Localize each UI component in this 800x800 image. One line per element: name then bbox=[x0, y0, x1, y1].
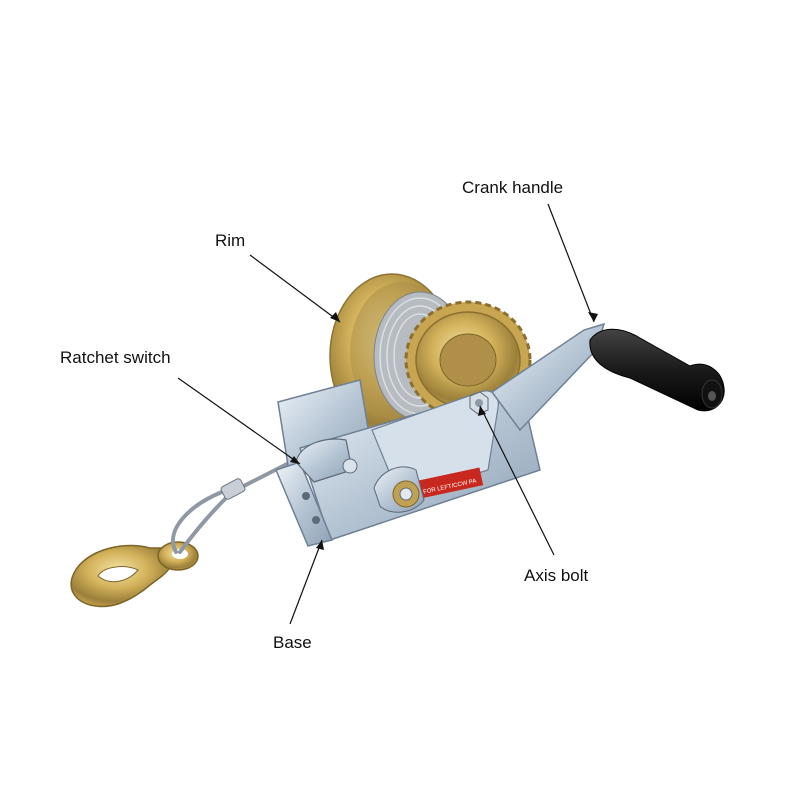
hook bbox=[70, 541, 199, 608]
leader-crank-handle bbox=[547, 203, 595, 323]
label-base: Base bbox=[273, 633, 312, 652]
lower-bolt bbox=[373, 466, 425, 513]
base bbox=[274, 461, 334, 547]
leader-arrowheads bbox=[290, 312, 598, 550]
label-axis-bolt: Axis bolt bbox=[524, 566, 589, 585]
crank-handle bbox=[490, 322, 725, 432]
leader-ratchet-switch bbox=[177, 377, 301, 465]
label-ratchet-switch: Ratchet switch bbox=[60, 348, 171, 367]
cable-ferrule bbox=[220, 478, 246, 500]
ratchet-switch bbox=[295, 438, 358, 483]
leader-rim bbox=[249, 254, 341, 323]
leader-lines bbox=[177, 203, 595, 625]
axis-bolt bbox=[469, 391, 489, 415]
label-rim: Rim bbox=[215, 231, 246, 250]
leader-base bbox=[289, 539, 323, 625]
leader-axis-bolt bbox=[479, 405, 555, 556]
label-crank-handle: Crank handle bbox=[462, 178, 564, 197]
gear bbox=[404, 300, 532, 420]
